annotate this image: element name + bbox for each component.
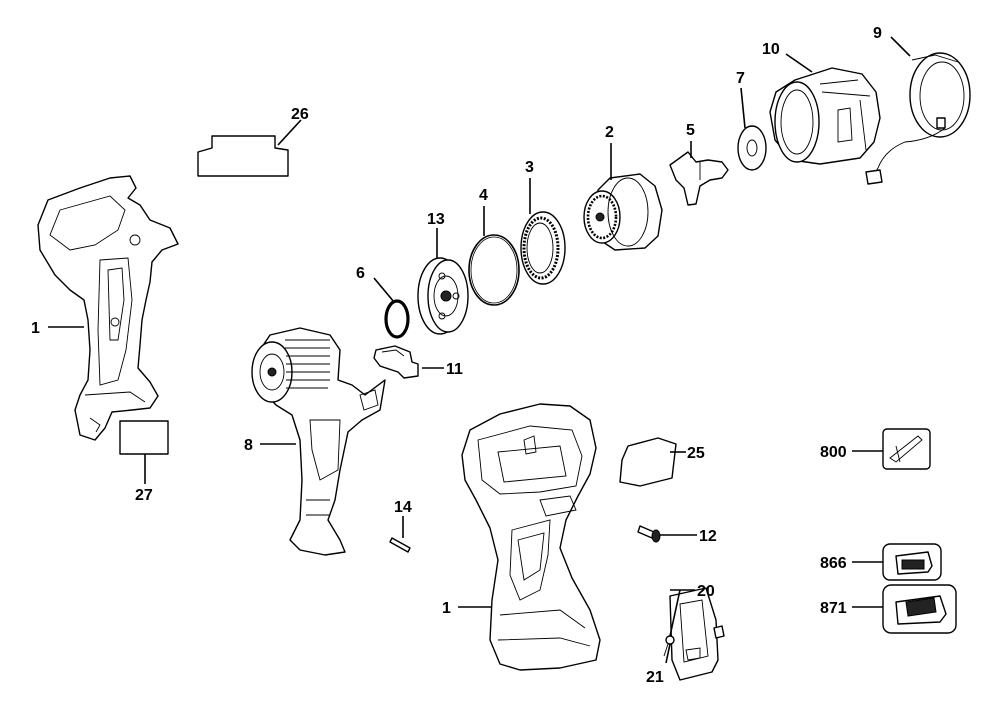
callout-871: 871 — [820, 600, 847, 617]
callout-27: 27 — [135, 487, 153, 504]
callout-12: 12 — [699, 528, 717, 545]
part-14-pin — [389, 537, 411, 553]
callout-2: 2 — [605, 124, 614, 141]
callout-6: 6 — [356, 265, 365, 282]
callout-13: 13 — [427, 211, 445, 228]
part-866-battery — [882, 543, 942, 581]
callout-5: 5 — [686, 122, 695, 139]
part-11-switch — [373, 345, 419, 379]
callout-8: 8 — [244, 437, 253, 454]
part-26-label-plate — [197, 135, 289, 177]
part-5-anvil — [669, 151, 729, 206]
part-8-motor-assembly — [251, 327, 386, 556]
callout-7: 7 — [736, 70, 745, 87]
part-3-ring-gear — [520, 211, 566, 285]
part-800-accessory — [882, 428, 931, 470]
callout-labels: 1 1 2 3 4 5 6 7 8 9 10 11 12 13 14 20 21… — [31, 25, 882, 686]
part-13-gear-plate — [417, 257, 469, 335]
callout-800: 800 — [820, 444, 847, 461]
callout-4: 4 — [479, 187, 488, 204]
callout-9: 9 — [873, 25, 882, 42]
part-871-charger — [882, 584, 957, 634]
part-1-housing-left — [37, 175, 179, 441]
callout-20: 20 — [697, 583, 715, 600]
part-10-gear-case — [769, 67, 881, 165]
part-6-o-ring — [384, 299, 410, 339]
part-27-nameplate — [119, 420, 169, 455]
part-4-ring — [468, 234, 520, 306]
callout-10: 10 — [762, 41, 780, 58]
part-2-planetary-gear-set — [583, 173, 663, 251]
callout-1-right: 1 — [442, 600, 451, 617]
callout-25: 25 — [687, 445, 705, 462]
callout-11: 11 — [446, 361, 463, 378]
part-25-label — [619, 437, 677, 487]
part-7-washer — [737, 125, 767, 171]
callout-1-left: 1 — [31, 320, 40, 337]
leader-lines — [48, 36, 911, 664]
part-12-screw — [637, 525, 661, 543]
part-1-housing-assembled — [461, 403, 601, 671]
callout-14: 14 — [394, 499, 412, 516]
part-20-belt-clip — [669, 587, 725, 681]
callout-26: 26 — [291, 106, 309, 123]
callout-866: 866 — [820, 555, 847, 572]
callout-3: 3 — [525, 159, 534, 176]
callout-21: 21 — [646, 669, 664, 686]
part-9-light-ring — [865, 52, 971, 185]
